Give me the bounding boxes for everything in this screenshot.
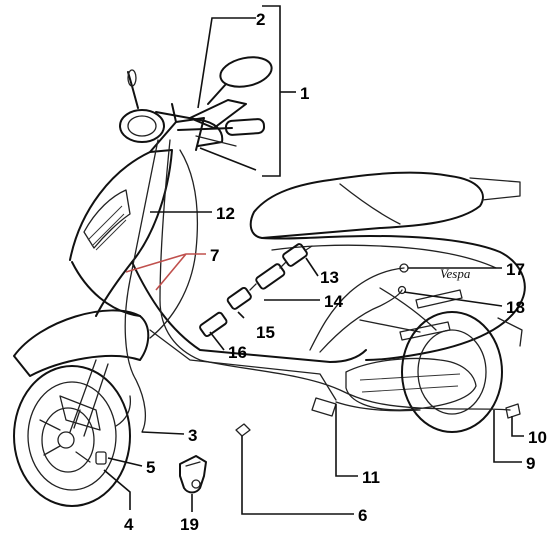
loose-part-19: [179, 455, 207, 494]
callout-9: 9: [526, 454, 535, 473]
callout-7: 7: [210, 246, 219, 265]
callout-12: 12: [216, 204, 235, 223]
callout-labels: 2 1 12 7 13 14 15 16 17 18 3 5 4 19 6 11…: [124, 10, 547, 534]
callout-11: 11: [362, 468, 380, 487]
steering-column: [149, 103, 205, 153]
callout-18: 18: [506, 298, 525, 317]
scooter-illustration: Vespa: [13, 56, 526, 507]
rear-wheel: [401, 311, 523, 433]
connector-group: [199, 243, 313, 338]
handlebar: [177, 99, 266, 147]
callout-5: 5: [146, 458, 155, 477]
mirrors: [127, 56, 273, 109]
callout-14: 14: [324, 292, 343, 311]
callout-1: 1: [300, 84, 309, 103]
callout-13: 13: [320, 268, 339, 287]
callout-10: 10: [528, 428, 547, 447]
callout-3: 3: [188, 426, 197, 445]
callout-4: 4: [124, 515, 134, 534]
callout-17: 17: [506, 260, 525, 279]
wiring-harness: [95, 139, 521, 465]
front-mudguard: [13, 309, 150, 377]
engine-unit: [345, 357, 477, 411]
callout-6: 6: [358, 506, 367, 525]
front-fork: [59, 359, 109, 437]
callout-2: 2: [256, 10, 265, 29]
brand-badge: Vespa: [440, 266, 471, 281]
floorboard: [131, 261, 367, 363]
callout-16: 16: [228, 343, 247, 362]
callout-15: 15: [256, 323, 275, 342]
rear-body: [261, 235, 526, 361]
front-wheel: [13, 365, 131, 507]
leader-lines: [103, 5, 524, 515]
loose-part-6: [235, 423, 251, 437]
side-vents: [399, 289, 463, 341]
callout-19: 19: [180, 515, 199, 534]
seat: [249, 171, 484, 239]
